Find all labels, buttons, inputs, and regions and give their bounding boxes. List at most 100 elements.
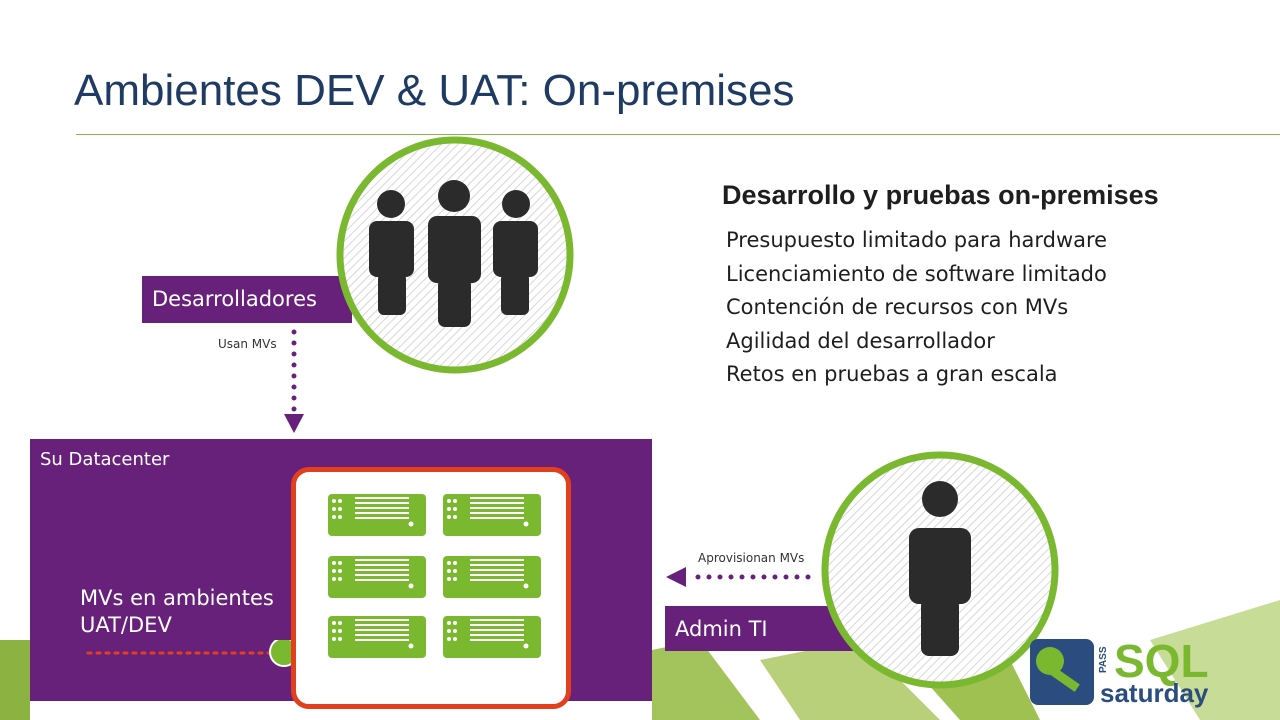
admin-label: Admin TI [665,606,865,651]
server-slot [355,564,409,566]
server-led [447,637,451,641]
list-item: Presupuesto limitado para hardware [726,228,1108,252]
server-led [447,569,451,573]
server-led [332,515,336,519]
logo-sql-text: SQL [1114,635,1209,687]
server-led [447,629,451,633]
server-led [447,507,451,511]
server-led [338,569,342,573]
server-led [447,499,451,503]
server-led [453,637,457,641]
server-slot [355,579,409,581]
server-rack [291,467,571,709]
aprovisionan-mvs-caption: Aprovisionan MVs [698,551,805,565]
server-led [338,577,342,581]
sql-saturday-logo: PASS SQL saturday [1030,635,1209,708]
server-slot [470,512,524,514]
server-led [447,515,451,519]
server-slot [355,629,409,631]
challenges-list: Presupuesto limitado para hardware Licen… [726,224,1107,392]
server-slot [470,569,524,571]
list-item: Agilidad del desarrollador [726,328,995,353]
server-led [332,621,336,625]
server-led [453,569,457,573]
server-slot [470,629,524,631]
title-divider [76,134,1280,135]
server-led [453,499,457,503]
list-item: Contención de recursos con MVs [726,295,1069,319]
logo-saturday-text: saturday [1100,678,1209,708]
server-slot [470,624,524,626]
server-led [332,569,336,573]
server-power [523,583,529,589]
server-details [332,497,529,649]
server-slot [470,619,524,621]
aprovisionan-mvs-arrow [666,567,817,587]
server-slot [470,639,524,641]
server-slot [355,634,409,636]
datacenter-label: Su Datacenter [40,449,170,470]
server-slot [470,559,524,561]
server-icon [443,556,541,598]
server-icon [443,494,541,536]
server-slot [355,507,409,509]
usan-mvs-arrow [284,329,304,433]
usan-mvs-caption: Usan MVs [218,337,277,351]
server-led [338,499,342,503]
server-slot [355,559,409,561]
server-slot [470,507,524,509]
mv-label-line2: UAT/DEV [80,613,172,637]
server-slot [470,564,524,566]
server-power [408,643,414,649]
admin-circle [821,451,1059,689]
server-led [453,507,457,511]
server-slot [355,569,409,571]
server-slot [355,574,409,576]
server-icon [328,616,426,658]
server-power [408,521,414,527]
server-icon [443,616,541,658]
server-slot [470,579,524,581]
server-led [338,515,342,519]
people-group-icon [369,180,538,327]
server-slot [355,619,409,621]
server-slot [470,497,524,499]
server-led [447,621,451,625]
server-slot [470,574,524,576]
server-led [338,561,342,565]
server-led [453,629,457,633]
developers-label-text: Desarrolladores [152,287,317,311]
server-led [332,499,336,503]
server-led [332,629,336,633]
server-power [523,521,529,527]
section-title: Desarrollo y pruebas on-premises [722,180,1159,210]
mv-environments-label: MVs en ambientes UAT/DEV [80,585,300,639]
server-power [523,643,529,649]
developers-circle [336,136,574,374]
server-led [447,577,451,581]
server-slot [355,517,409,519]
server-led [338,621,342,625]
server-led [453,561,457,565]
server-led [332,561,336,565]
person-icon [909,481,971,656]
server-slot [470,634,524,636]
key-icon [1036,647,1080,692]
list-item: Retos en pruebas a gran escala [726,362,1058,386]
slide-title: Ambientes DEV & UAT: On-premises [74,66,795,115]
server-led [332,637,336,641]
server-slot [355,502,409,504]
admin-label-text: Admin TI [675,617,768,641]
server-slot [355,639,409,641]
server-led [453,515,457,519]
mv-connector [86,640,299,667]
list-item: Licenciamiento de software limitado [726,261,1107,286]
server-led [332,507,336,511]
server-led [453,577,457,581]
server-slot [355,624,409,626]
developers-label: Desarrolladores [142,276,352,323]
server-led [338,507,342,511]
server-slot [470,502,524,504]
server-led [453,621,457,625]
server-slot [355,497,409,499]
